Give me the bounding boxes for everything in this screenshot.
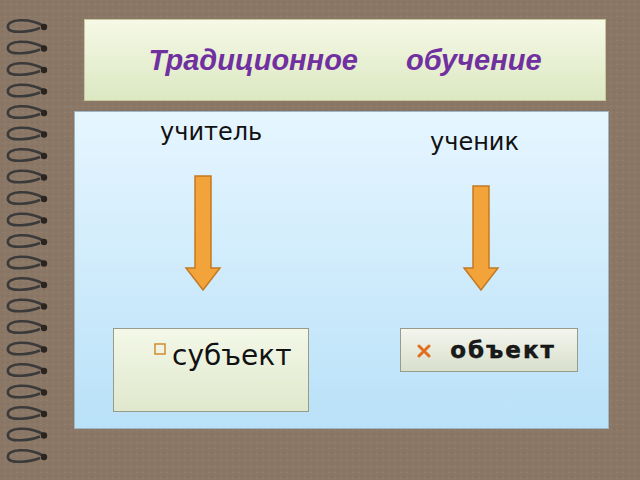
node-text: субъект <box>172 339 294 372</box>
binding-hole <box>41 346 47 352</box>
binding-hole <box>41 24 47 30</box>
binding-hole <box>41 282 47 288</box>
binding-hole <box>41 131 47 137</box>
binding-ring <box>8 128 44 140</box>
role-label: ученик <box>430 128 519 156</box>
binding-ring <box>8 429 44 441</box>
binding-hole <box>41 303 47 309</box>
binding-hole <box>41 67 47 73</box>
binding-hole <box>41 368 47 374</box>
binding-ring <box>8 407 44 419</box>
binding-ring <box>8 192 44 204</box>
block-arrow <box>464 186 498 290</box>
binding-ring <box>8 42 44 54</box>
role-label: учитель <box>160 118 262 146</box>
binding-ring <box>8 278 44 290</box>
binding-hole <box>41 88 47 94</box>
node-text: ученик <box>430 128 519 156</box>
binding-ring <box>8 214 44 226</box>
binding-hole <box>41 110 47 116</box>
binding-ring <box>8 106 44 118</box>
binding-ring <box>8 20 44 32</box>
spiral-binding <box>8 20 47 462</box>
binding-ring <box>8 235 44 247</box>
binding-ring <box>8 343 44 355</box>
role-box: объект <box>400 328 578 372</box>
bullet-marker <box>154 343 168 357</box>
binding-hole <box>41 454 47 460</box>
node-text: учитель <box>160 118 262 146</box>
binding-ring <box>8 149 44 161</box>
binding-hole <box>41 196 47 202</box>
binding-ring <box>8 257 44 269</box>
binding-ring <box>8 364 44 376</box>
binding-hole <box>41 45 47 51</box>
binding-hole <box>41 217 47 223</box>
node-text: объект <box>450 337 556 363</box>
binding-ring <box>8 321 44 333</box>
binding-hole <box>41 239 47 245</box>
title-box: Традиционное обучение <box>84 19 606 101</box>
binding-ring <box>8 386 44 398</box>
binding-hole <box>41 260 47 266</box>
binding-ring <box>8 85 44 97</box>
role-box: субъект <box>113 328 309 412</box>
binding-ring <box>8 300 44 312</box>
block-arrow <box>186 176 220 290</box>
binding-hole <box>41 153 47 159</box>
binding-hole <box>41 432 47 438</box>
binding-hole <box>41 325 47 331</box>
binding-ring <box>8 450 44 462</box>
binding-hole <box>41 389 47 395</box>
binding-ring <box>8 171 44 183</box>
bullet-marker <box>417 344 431 358</box>
binding-hole <box>41 174 47 180</box>
slide-title: Традиционное обучение <box>148 44 541 77</box>
binding-ring <box>8 63 44 75</box>
binding-hole <box>41 411 47 417</box>
